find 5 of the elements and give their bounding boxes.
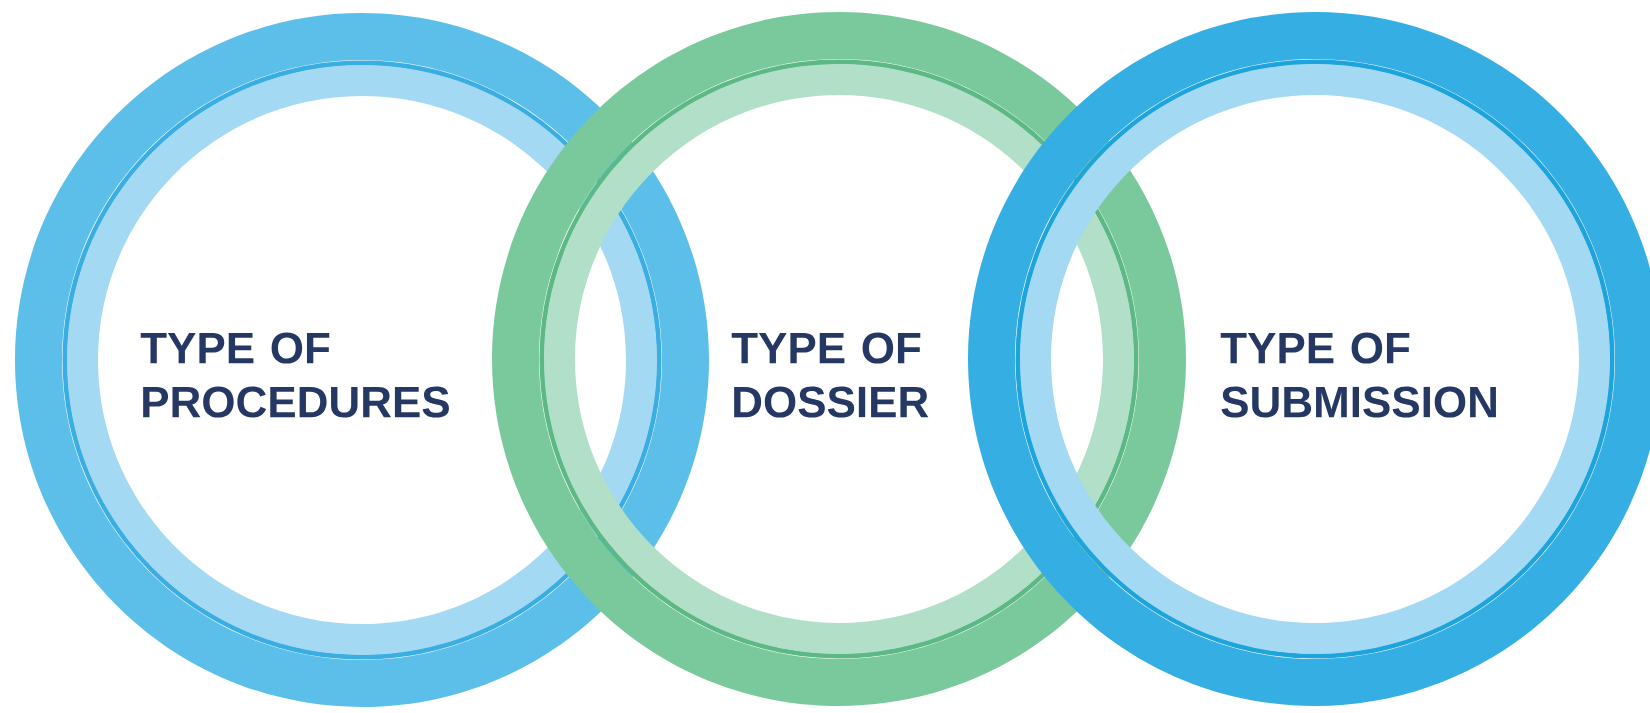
ring-drawing [968, 12, 1650, 706]
circle-label: TYPE OF SUBMISSION [1220, 332, 1496, 418]
ring-drawing [15, 13, 709, 707]
circle-label: TYPE OF PROCEDURES [140, 332, 449, 418]
circle-label: TYPE OF DOSSIER [731, 332, 929, 418]
